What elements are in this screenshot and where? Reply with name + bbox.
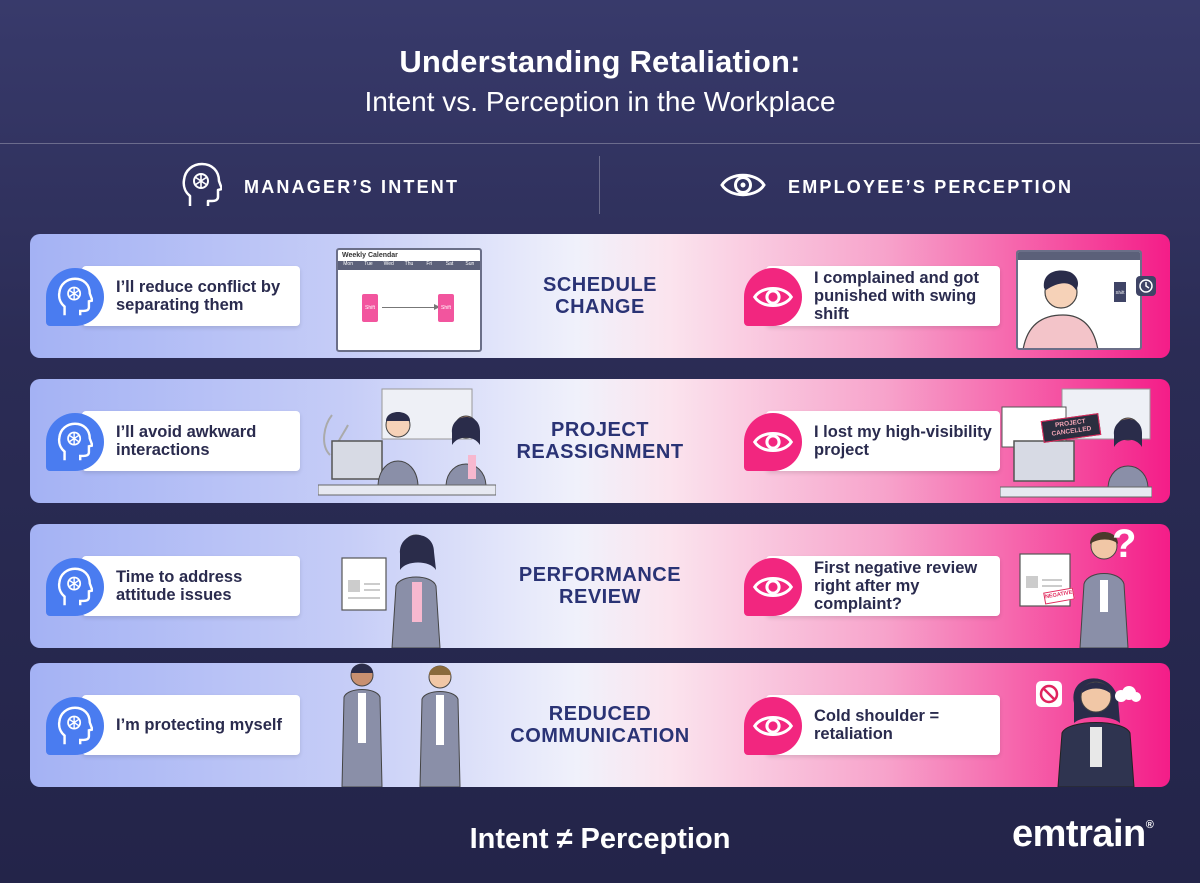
perception-bubble: I lost my high-visibility project	[766, 411, 1000, 471]
cancelled-project-illustration: PROJECT CANCELLED	[1000, 387, 1152, 501]
row-schedule-change: I’ll reduce conflict by separating them …	[30, 234, 1170, 358]
row-performance-review: Time to address attitude issues PERFORMA…	[30, 524, 1170, 648]
intent-text: I’ll avoid awkward interactions	[116, 423, 257, 459]
column-header-perception: EMPLOYEE’S PERCEPTION	[720, 162, 1073, 212]
intent-text: Time to address attitude issues	[116, 568, 243, 604]
eye-icon	[720, 169, 766, 206]
calendar-illustration: Weekly Calendar Mon Tue Wed Thu Fri Sat …	[336, 248, 482, 352]
registered-mark: ®	[1145, 819, 1154, 831]
perception-bubble: I complained and got punished with swing…	[766, 266, 1000, 326]
perception-text: I lost my high-visibility project	[814, 423, 992, 459]
office-desk-illustration	[317, 385, 497, 503]
brain-head-icon	[46, 697, 104, 755]
calendar-day: Tue	[364, 261, 373, 267]
no-entry-icon	[1036, 681, 1062, 707]
brain-head-icon	[46, 268, 104, 326]
intent-bubble: I’m protecting myself	[82, 695, 300, 755]
topic-label: PROJECT REASSIGNMENT	[516, 419, 684, 463]
brain-head-icon	[46, 413, 104, 471]
calendar-day: Sat	[445, 261, 454, 267]
perception-bubble: Cold shoulder = retaliation	[766, 695, 1000, 755]
header-divider	[0, 143, 1200, 144]
title-block: Understanding Retaliation: Intent vs. Pe…	[0, 44, 1200, 118]
logo-text: emtrain	[1012, 813, 1146, 855]
calendar-day: Fri	[426, 261, 433, 267]
two-coworkers-apart-illustration	[330, 663, 470, 787]
brain-head-icon	[182, 162, 224, 213]
eye-icon	[744, 697, 802, 755]
arrow-line	[382, 307, 434, 308]
perception-text: Cold shoulder = retaliation	[814, 707, 940, 743]
column-header-intent: MANAGER’S INTENT	[182, 162, 459, 212]
intent-bubble: I’ll avoid awkward interactions	[82, 411, 300, 471]
worried-employee-calendar-illustration: Shift	[1016, 250, 1142, 350]
intent-bubble: I’ll reduce conflict by separating them	[82, 266, 300, 326]
footer-tagline: Intent ≠ Perception	[469, 823, 731, 855]
column-header-intent-label: MANAGER’S INTENT	[244, 176, 460, 197]
frustration-cloud-icon	[1112, 685, 1142, 705]
clock-icon	[1136, 276, 1156, 296]
intent-text: I’m protecting myself	[116, 716, 282, 734]
eye-icon	[744, 413, 802, 471]
intent-text: I’ll reduce conflict by separating them	[116, 278, 281, 314]
topic-label: REDUCED COMMUNICATION	[510, 703, 690, 747]
row-reduced-communication: I’m protecting myself REDUCED COMMUNICAT…	[30, 663, 1170, 787]
topic-label: SCHEDULE CHANGE	[542, 274, 657, 318]
manager-holding-review-illustration	[340, 524, 460, 648]
shift-block: Shift	[1114, 282, 1126, 302]
perception-bubble: First negative review right after my com…	[766, 556, 1000, 616]
column-header-perception-label: EMPLOYEE’S PERCEPTION	[788, 176, 1074, 197]
upset-employee-illustration	[1048, 663, 1148, 787]
column-divider	[599, 156, 600, 214]
eye-icon	[744, 558, 802, 616]
eye-icon	[744, 268, 802, 326]
page-subtitle: Intent vs. Perception in the Workplace	[364, 86, 836, 117]
intent-bubble: Time to address attitude issues	[82, 556, 300, 616]
perception-text: First negative review right after my com…	[814, 559, 978, 613]
perception-text: I complained and got punished with swing…	[814, 269, 980, 323]
row-project-reassignment: I’ll avoid awkward interactions PROJECT …	[30, 379, 1170, 503]
calendar-title: Weekly Calendar	[342, 252, 398, 259]
employee-holding-negative-review-illustration: NEGATIVE ?	[1018, 524, 1138, 648]
shift-block: Shift	[438, 294, 454, 322]
brain-head-icon	[46, 558, 104, 616]
calendar-day: Sun	[465, 261, 475, 267]
emtrain-logo: emtrain®	[1012, 813, 1154, 856]
calendar-day: Thu	[404, 261, 414, 267]
topic-label: PERFORMANCE REVIEW	[518, 564, 682, 608]
question-mark-icon: ?	[1112, 524, 1137, 566]
shift-block: Shift	[362, 294, 378, 322]
page-title: Understanding Retaliation:	[399, 44, 801, 79]
calendar-day: Wed	[383, 261, 394, 267]
arrow-head-icon	[434, 304, 440, 310]
calendar-day: Mon	[343, 261, 353, 267]
